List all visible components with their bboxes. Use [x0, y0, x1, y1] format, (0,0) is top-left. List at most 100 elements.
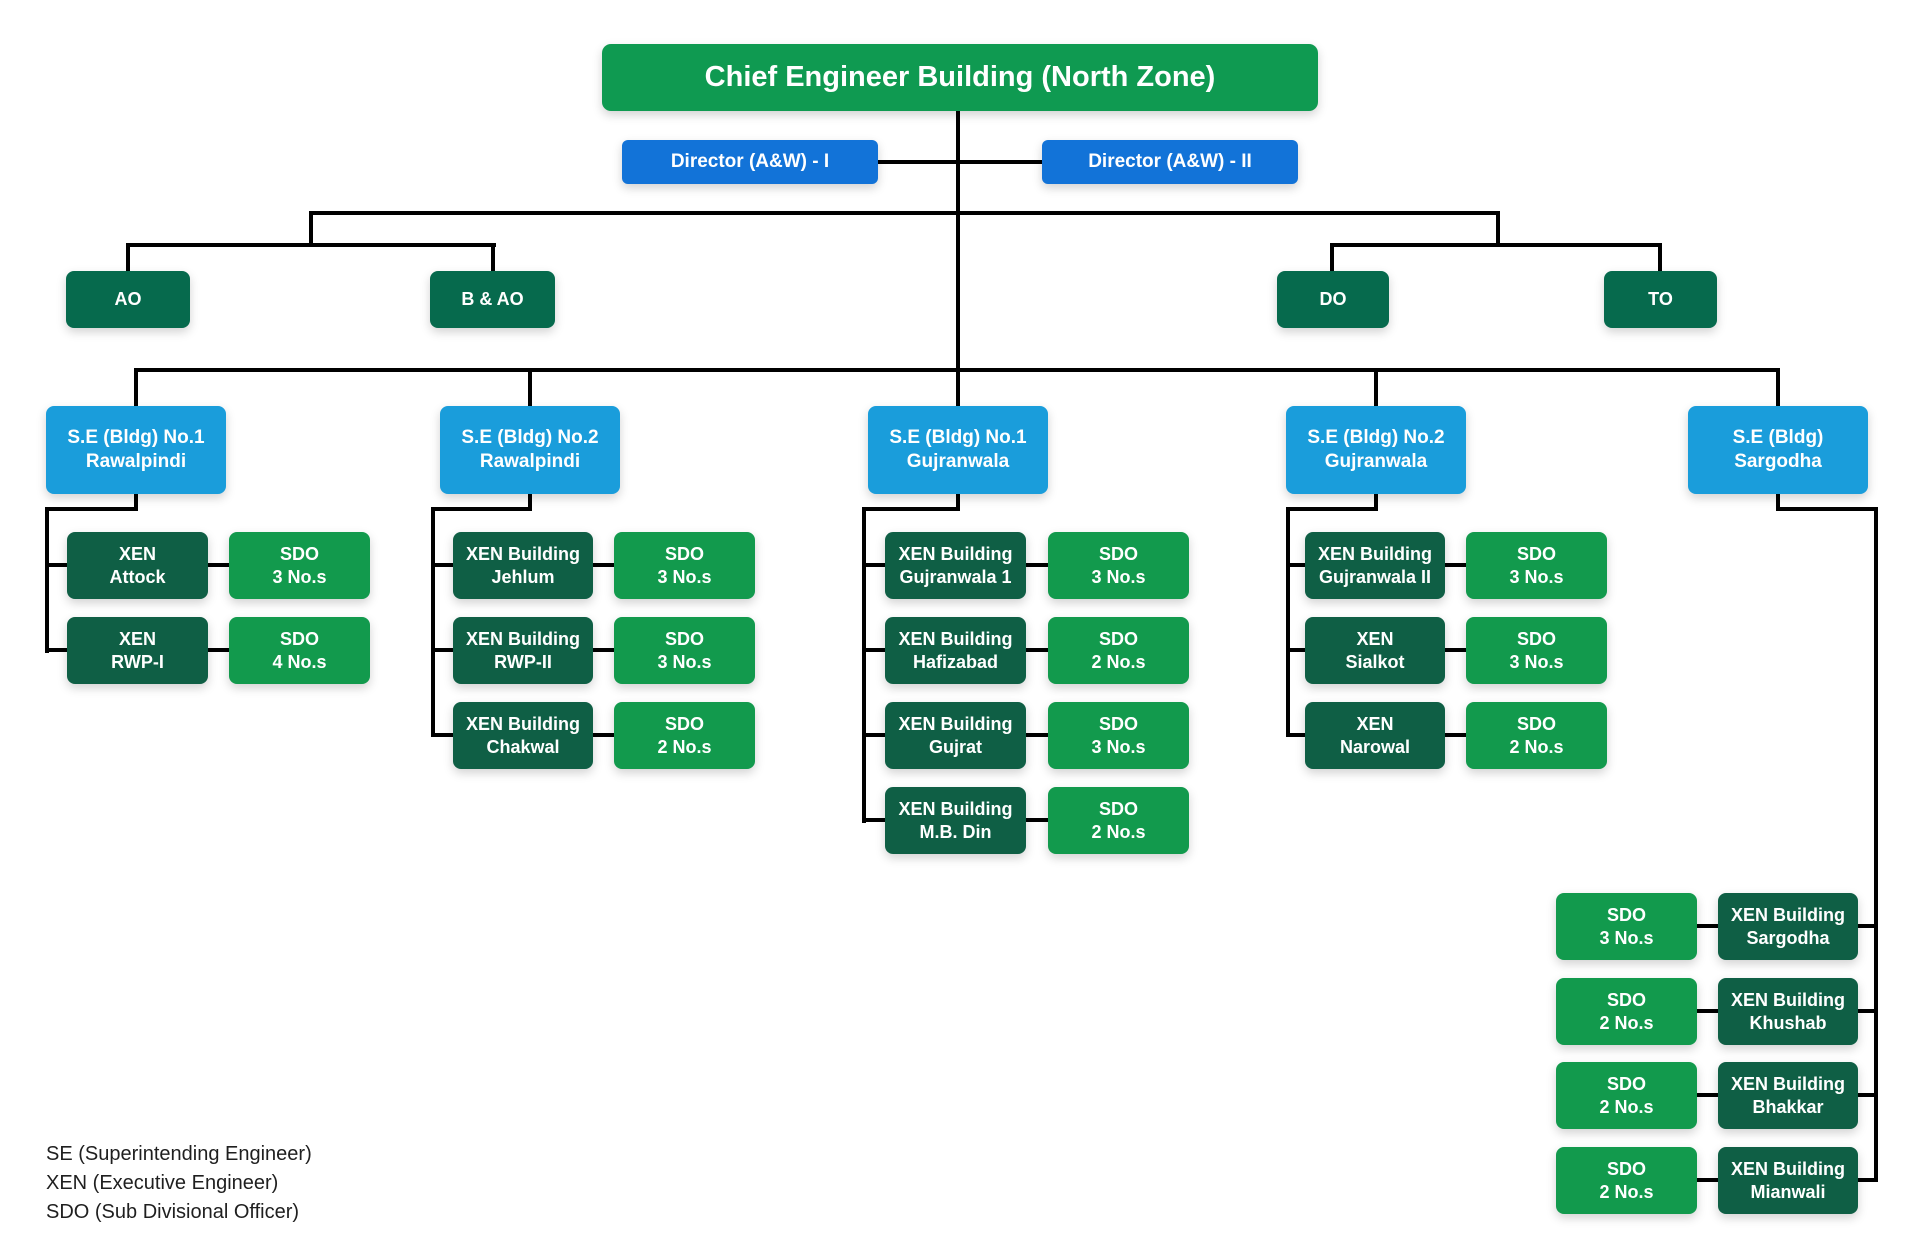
sdo-node-label: 2 No.s — [1509, 736, 1564, 757]
xen-node-label: XEN Building — [1731, 1074, 1845, 1094]
connector-line — [862, 733, 889, 737]
connector-line — [1024, 648, 1052, 652]
sdo-node-label: SDO — [1516, 544, 1556, 564]
xen-node-chakwal: XEN Building Chakwal — [453, 702, 593, 769]
sdo-node: SDO 4 No.s — [229, 617, 370, 684]
sdo-node-label: 3 No.s — [657, 566, 712, 587]
xen-node-label: RWP-II — [494, 651, 552, 672]
xen-node-label: Narowal — [1339, 736, 1411, 757]
connector-line — [45, 648, 71, 652]
connector-line — [45, 507, 138, 511]
connector-line — [309, 211, 313, 247]
sdo-node: SDO 3 No.s — [1466, 617, 1607, 684]
connector-line — [309, 211, 1500, 215]
root-node-chief-engineer: Chief Engineer Building (North Zone) — [602, 44, 1318, 111]
xen-node-label: XEN Building — [1318, 544, 1432, 564]
sdo-node-label: SDO — [664, 629, 704, 649]
connector-line — [1776, 368, 1780, 406]
connector-line — [431, 648, 457, 652]
connector-line — [1777, 507, 1878, 511]
office-node-label: B & AO — [461, 289, 524, 310]
xen-node-label: XEN — [1356, 629, 1394, 649]
xen-node-sialkot: XEN Sialkot — [1305, 617, 1445, 684]
connector-line — [1856, 1093, 1878, 1097]
connector-line — [45, 507, 49, 653]
se-node-label: S.E (Bldg) No.2 — [461, 427, 599, 449]
office-node-do: DO — [1277, 271, 1389, 328]
connector-line — [1443, 563, 1470, 567]
sdo-node-label: SDO — [1606, 905, 1646, 925]
connector-line — [431, 733, 457, 737]
sdo-node-label: SDO — [664, 714, 704, 734]
connector-line — [956, 493, 960, 511]
root-node-label: Chief Engineer Building (North Zone) — [704, 61, 1216, 94]
connector-line — [206, 648, 232, 652]
xen-node-label: Jehlum — [491, 566, 555, 587]
connector-line — [431, 507, 532, 511]
se-node-label: Rawalpindi — [479, 451, 581, 472]
connector-line — [1286, 507, 1290, 737]
sdo-node-label: SDO — [279, 629, 319, 649]
connector-line — [1856, 924, 1878, 928]
connector-line — [1374, 368, 1378, 406]
connector-line — [1330, 243, 1662, 247]
connector-line — [1695, 1093, 1721, 1097]
se-node-rawalpindi-2: S.E (Bldg) No.2 Rawalpindi — [440, 406, 620, 494]
connector-line — [591, 563, 617, 567]
xen-node-gujranwala-2: XEN Building Gujranwala II — [1305, 532, 1445, 599]
connector-line — [528, 368, 532, 406]
sdo-node-label: SDO — [1098, 714, 1138, 734]
xen-node-label: Gujrat — [928, 736, 982, 757]
connector-line — [1776, 493, 1780, 511]
sdo-node-label: 2 No.s — [1599, 1181, 1654, 1202]
connector-line — [862, 648, 889, 652]
connector-line — [1024, 563, 1052, 567]
connector-line — [1856, 1178, 1878, 1182]
legend-line-se: SE (Superintending Engineer) — [46, 1143, 312, 1165]
sdo-node: SDO 3 No.s — [1048, 532, 1189, 599]
se-node-rawalpindi-1: S.E (Bldg) No.1 Rawalpindi — [46, 406, 226, 494]
connector-line — [431, 563, 457, 567]
office-node-ao: AO — [66, 271, 190, 328]
sdo-node-label: SDO — [1516, 714, 1556, 734]
director-node-2: Director (A&W) - II — [1042, 140, 1298, 184]
xen-node-gujranwala-1: XEN Building Gujranwala 1 — [885, 532, 1026, 599]
sdo-node-label: SDO — [1606, 1159, 1646, 1179]
office-node-b-and-ao: B & AO — [430, 271, 555, 328]
xen-node-label: Khushab — [1749, 1012, 1827, 1033]
sdo-node-label: SDO — [1606, 1074, 1646, 1094]
xen-node-label: Mianwali — [1750, 1181, 1826, 1202]
sdo-node: SDO 3 No.s — [1556, 893, 1697, 960]
sdo-node: SDO 3 No.s — [1048, 702, 1189, 769]
sdo-node: SDO 2 No.s — [1556, 1062, 1697, 1129]
connector-line — [862, 507, 866, 823]
xen-node-khushab: XEN Building Khushab — [1718, 978, 1858, 1045]
director-node-1: Director (A&W) - I — [622, 140, 878, 184]
connector-line — [1658, 243, 1662, 271]
sdo-node: SDO 3 No.s — [614, 617, 755, 684]
director-node-label: Director (A&W) - II — [1088, 151, 1252, 173]
sdo-node-label: SDO — [1606, 990, 1646, 1010]
xen-node-label: XEN Building — [898, 629, 1013, 649]
sdo-node: SDO 2 No.s — [1556, 978, 1697, 1045]
xen-node-label: Sialkot — [1345, 651, 1405, 672]
connector-line — [134, 493, 138, 511]
xen-node-label: XEN Building — [898, 799, 1013, 819]
connector-line — [1443, 733, 1470, 737]
se-node-label: Gujranwala — [906, 451, 1010, 472]
xen-node-bhakkar: XEN Building Bhakkar — [1718, 1062, 1858, 1129]
se-node-label: Rawalpindi — [85, 451, 187, 472]
xen-node-attock: XEN Attock — [67, 532, 208, 599]
se-node-gujranwala-1: S.E (Bldg) No.1 Gujranwala — [868, 406, 1048, 494]
connector-line — [126, 243, 130, 271]
connector-line — [591, 648, 617, 652]
connector-line — [1286, 563, 1309, 567]
office-node-to: TO — [1604, 271, 1717, 328]
connector-line — [1286, 507, 1378, 511]
director-node-label: Director (A&W) - I — [670, 151, 830, 173]
sdo-node-label: 2 No.s — [657, 736, 712, 757]
connector-line — [1695, 1178, 1721, 1182]
office-node-label: DO — [1319, 289, 1347, 310]
xen-node-label: XEN Building — [466, 629, 580, 649]
connector-line — [862, 507, 960, 511]
